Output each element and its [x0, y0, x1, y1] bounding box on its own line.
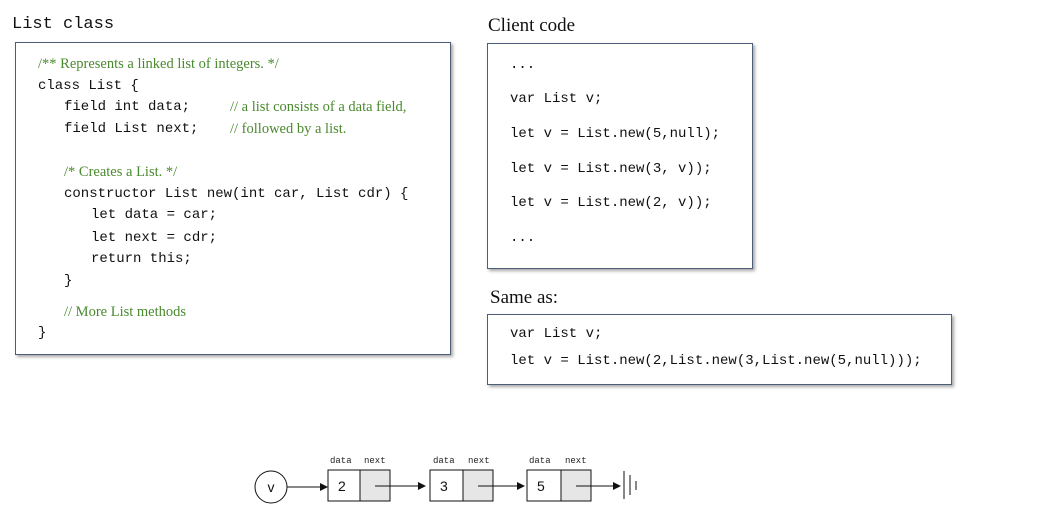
node-3-data-cell	[526, 469, 562, 502]
constructor-comment: /* Creates a List. */	[64, 164, 178, 180]
client-var-line: var List v;	[510, 91, 603, 107]
node-3-value: 5	[537, 478, 545, 494]
node-2-data-label: data	[433, 456, 455, 466]
list-class-code-box: /** Represents a linked list of integers…	[15, 42, 451, 355]
field-data-comment: // a list consists of a data field,	[230, 99, 407, 115]
class-declaration: class List {	[38, 78, 139, 94]
class-close-brace: }	[38, 325, 47, 341]
node-1-data-label: data	[330, 456, 352, 466]
client-code-title: Client code	[488, 15, 576, 36]
field-next-comment: // followed by a list.	[230, 121, 347, 137]
node-1-next-label: next	[364, 456, 386, 466]
client-ellipsis-bottom: ...	[510, 230, 536, 246]
constructor-signature: constructor List new(int car, List cdr) …	[64, 186, 409, 202]
client-ellipsis-top: ...	[510, 57, 536, 73]
field-next-line: field List next;	[64, 121, 199, 137]
let-next-line: let next = cdr;	[91, 230, 218, 246]
node-3-data-label: data	[529, 456, 551, 466]
null-terminator-icon	[623, 471, 637, 499]
return-line: return this;	[91, 251, 192, 267]
list-class-title: List class	[12, 15, 115, 34]
more-methods-comment: // More List methods	[64, 304, 187, 320]
same-nested-line: let v = List.new(2,List.new(3,List.new(5…	[510, 353, 922, 369]
same-as-title: Same as:	[490, 287, 559, 308]
same-var-line: var List v;	[510, 326, 603, 342]
doc-comment: /** Represents a linked list of integers…	[38, 56, 279, 72]
let-data-line: let data = car;	[91, 207, 218, 223]
same-as-box: var List v; let v = List.new(2,List.new(…	[487, 314, 952, 385]
client-let-5-line: let v = List.new(5,null);	[510, 126, 721, 142]
client-code-box: ... var List v; let v = List.new(5,null)…	[487, 43, 753, 269]
node-1-value: 2	[338, 478, 346, 494]
constructor-close-brace: }	[64, 273, 73, 289]
client-let-3-line: let v = List.new(3, v));	[510, 161, 712, 177]
field-data-line: field int data;	[64, 99, 191, 115]
node-3-next-label: next	[565, 456, 587, 466]
variable-v-label: v	[268, 479, 275, 495]
node-2-next-label: next	[468, 456, 490, 466]
client-let-2-line: let v = List.new(2, v));	[510, 195, 712, 211]
node-2-value: 3	[440, 478, 448, 494]
node-1-data-cell	[327, 469, 361, 502]
